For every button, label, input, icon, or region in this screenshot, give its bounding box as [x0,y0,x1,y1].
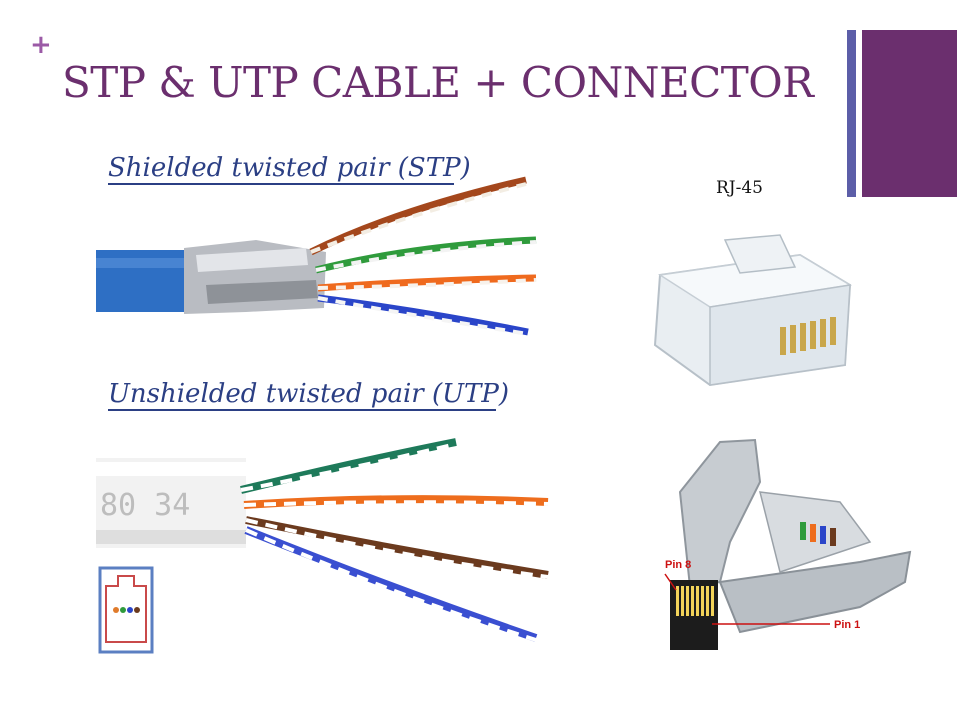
accent-bar [862,30,957,197]
jack-icon [98,566,154,654]
rj45-connector-image [630,215,920,415]
field-connector-image: Pin 8 Pin 1 [660,432,915,662]
slide-title: STP & UTP CABLE + CONNECTOR [62,58,814,107]
utp-cable-image: Unshielded twisted pair (UTP) 80 34 [96,370,551,660]
stp-cable-image: Shielded twisted pair (STP) [96,140,546,360]
accent-bar-thin [847,30,856,197]
utp-heading: Unshielded twisted pair (UTP) [108,379,509,409]
jacket-print: 80 34 [100,488,190,523]
pin-8-label: Pin 8 [665,559,691,571]
pin-1-label: Pin 1 [834,619,860,631]
plus-icon: + [30,30,52,60]
rj45-label: RJ-45 [716,178,763,198]
stp-heading: Shielded twisted pair (STP) [108,153,471,183]
